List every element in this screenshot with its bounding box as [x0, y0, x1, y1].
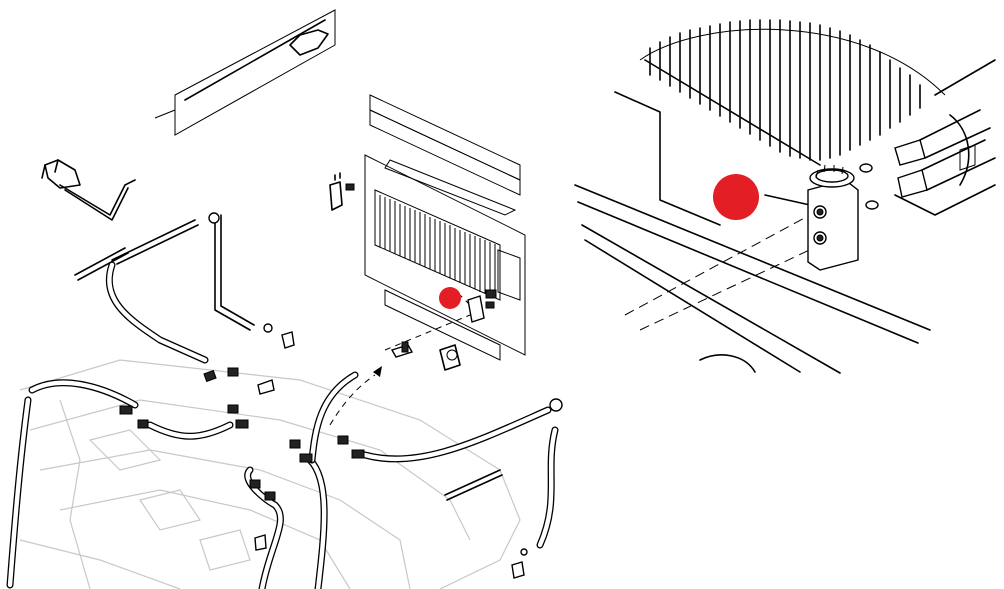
expansion-valve [807, 164, 859, 271]
pipe-fittings [894, 59, 996, 216]
long-hose [6, 371, 552, 589]
fittings [119, 212, 563, 579]
arrow-head [373, 366, 382, 377]
pipe-segments [74, 214, 559, 549]
evaporator-fins [379, 195, 496, 298]
detail-view [574, 19, 996, 374]
condenser-fins [649, 19, 921, 161]
evaporator-assembly [329, 94, 526, 371]
control-panel-part [154, 9, 336, 136]
bracket-part [41, 159, 136, 221]
expansion-valve-marker [439, 287, 461, 309]
dashed-leader-lines [329, 289, 471, 426]
detail-valve-marker [713, 174, 759, 220]
